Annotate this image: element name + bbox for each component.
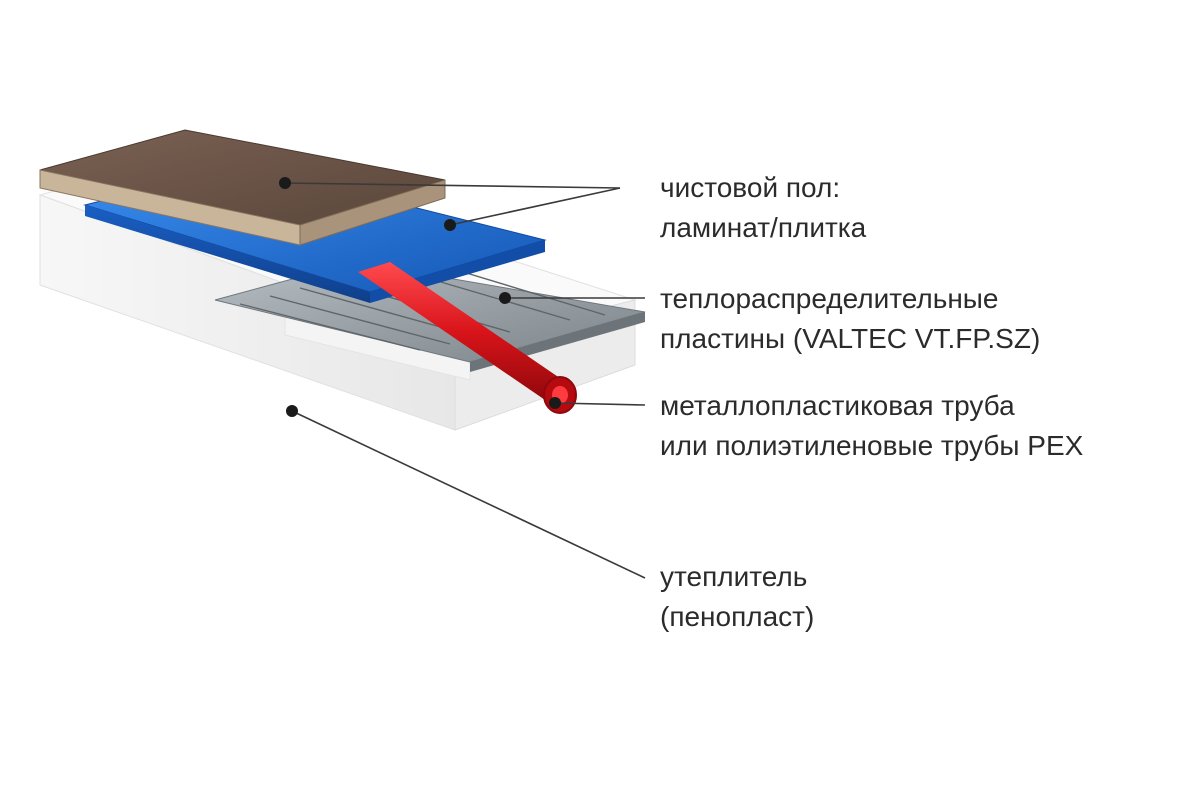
- plates-label-line1: теплораспределительные: [660, 283, 999, 314]
- pipe-leader: [554, 402, 646, 406]
- underlay-foam-side: [85, 205, 370, 303]
- pipe-label-line2: или полиэтиленовые трубы PEX: [660, 430, 1084, 461]
- insulation-label-line1: утеплитель: [660, 561, 807, 592]
- finish-floor-layer: [39, 129, 446, 246]
- leader-lines: [279, 177, 646, 579]
- plates-label-line2: пластины (VALTEC VT.FP.SZ): [660, 323, 1040, 354]
- floor-label-line1: чистовой пол:: [660, 172, 840, 203]
- insulation-leader: [291, 410, 646, 579]
- floor-dot: [279, 177, 291, 189]
- foam-dot: [444, 219, 456, 231]
- callout-labels: чистовой пол: ламинат/плитка теплораспре…: [660, 172, 1084, 632]
- floor-leader: [284, 182, 621, 189]
- finish-floor-front-edge: [299, 179, 446, 246]
- pipe-label-line1: металлопластиковая труба: [660, 390, 1015, 421]
- floor-label-line2: ламинат/плитка: [660, 212, 867, 243]
- foam-leader: [449, 187, 621, 226]
- pipe-dot: [549, 397, 561, 409]
- plates-dot: [499, 292, 511, 304]
- insulation-label-line2: (пенопласт): [660, 601, 814, 632]
- pipe-body: [358, 262, 570, 402]
- insulation-dot: [286, 405, 298, 417]
